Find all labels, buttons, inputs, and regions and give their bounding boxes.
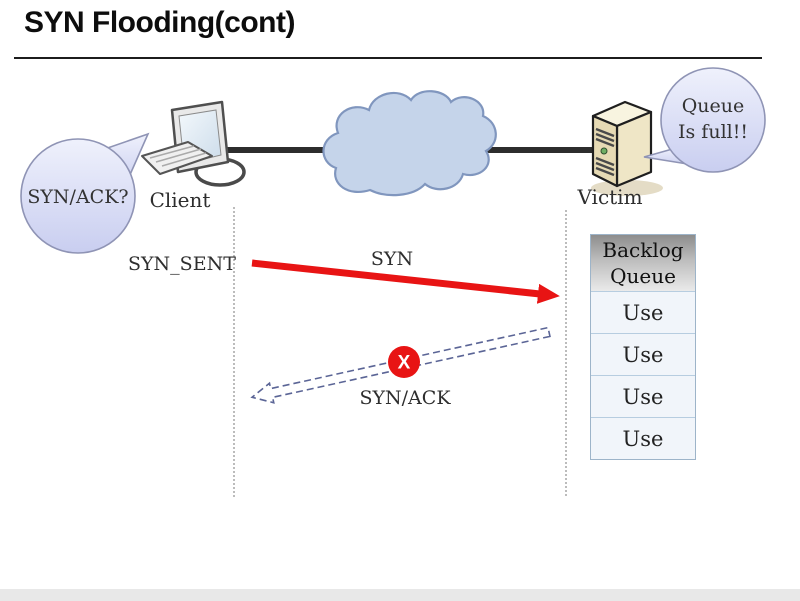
syn-state-label: SYN_SENT	[128, 253, 236, 275]
keyboard-icon	[141, 141, 213, 175]
blocked-x-icon: X	[388, 346, 420, 378]
synack-arrow-label: SYN/ACK	[359, 387, 451, 409]
footer-bar	[0, 589, 800, 601]
syn-arrow-label: SYN	[370, 248, 414, 270]
victim-bubble-text: Queue Is full!!	[678, 95, 748, 143]
title-divider	[14, 57, 762, 59]
backlog-header: Backlog Queue	[591, 235, 695, 291]
client-label: Client	[149, 188, 211, 212]
backlog-row: Use	[591, 417, 695, 459]
network-cloud-icon	[322, 90, 497, 197]
backlog-row: Use	[591, 333, 695, 375]
victim-server-icon	[591, 100, 663, 196]
server-led-icon	[600, 147, 608, 155]
client-bubble-text: SYN/ACK?	[27, 186, 129, 208]
victim-label: Victim	[577, 185, 643, 209]
x-mark: X	[398, 353, 411, 374]
client-computer-icon	[141, 100, 246, 187]
backlog-queue-table: Backlog Queue Use Use Use Use	[590, 234, 696, 460]
victim-speech-bubble	[643, 67, 766, 173]
backlog-row: Use	[591, 291, 695, 333]
syn-arrow	[251, 259, 560, 304]
client-speech-bubble	[20, 132, 150, 254]
page-title: SYN Flooding(cont)	[24, 6, 295, 39]
backlog-row: Use	[591, 375, 695, 417]
